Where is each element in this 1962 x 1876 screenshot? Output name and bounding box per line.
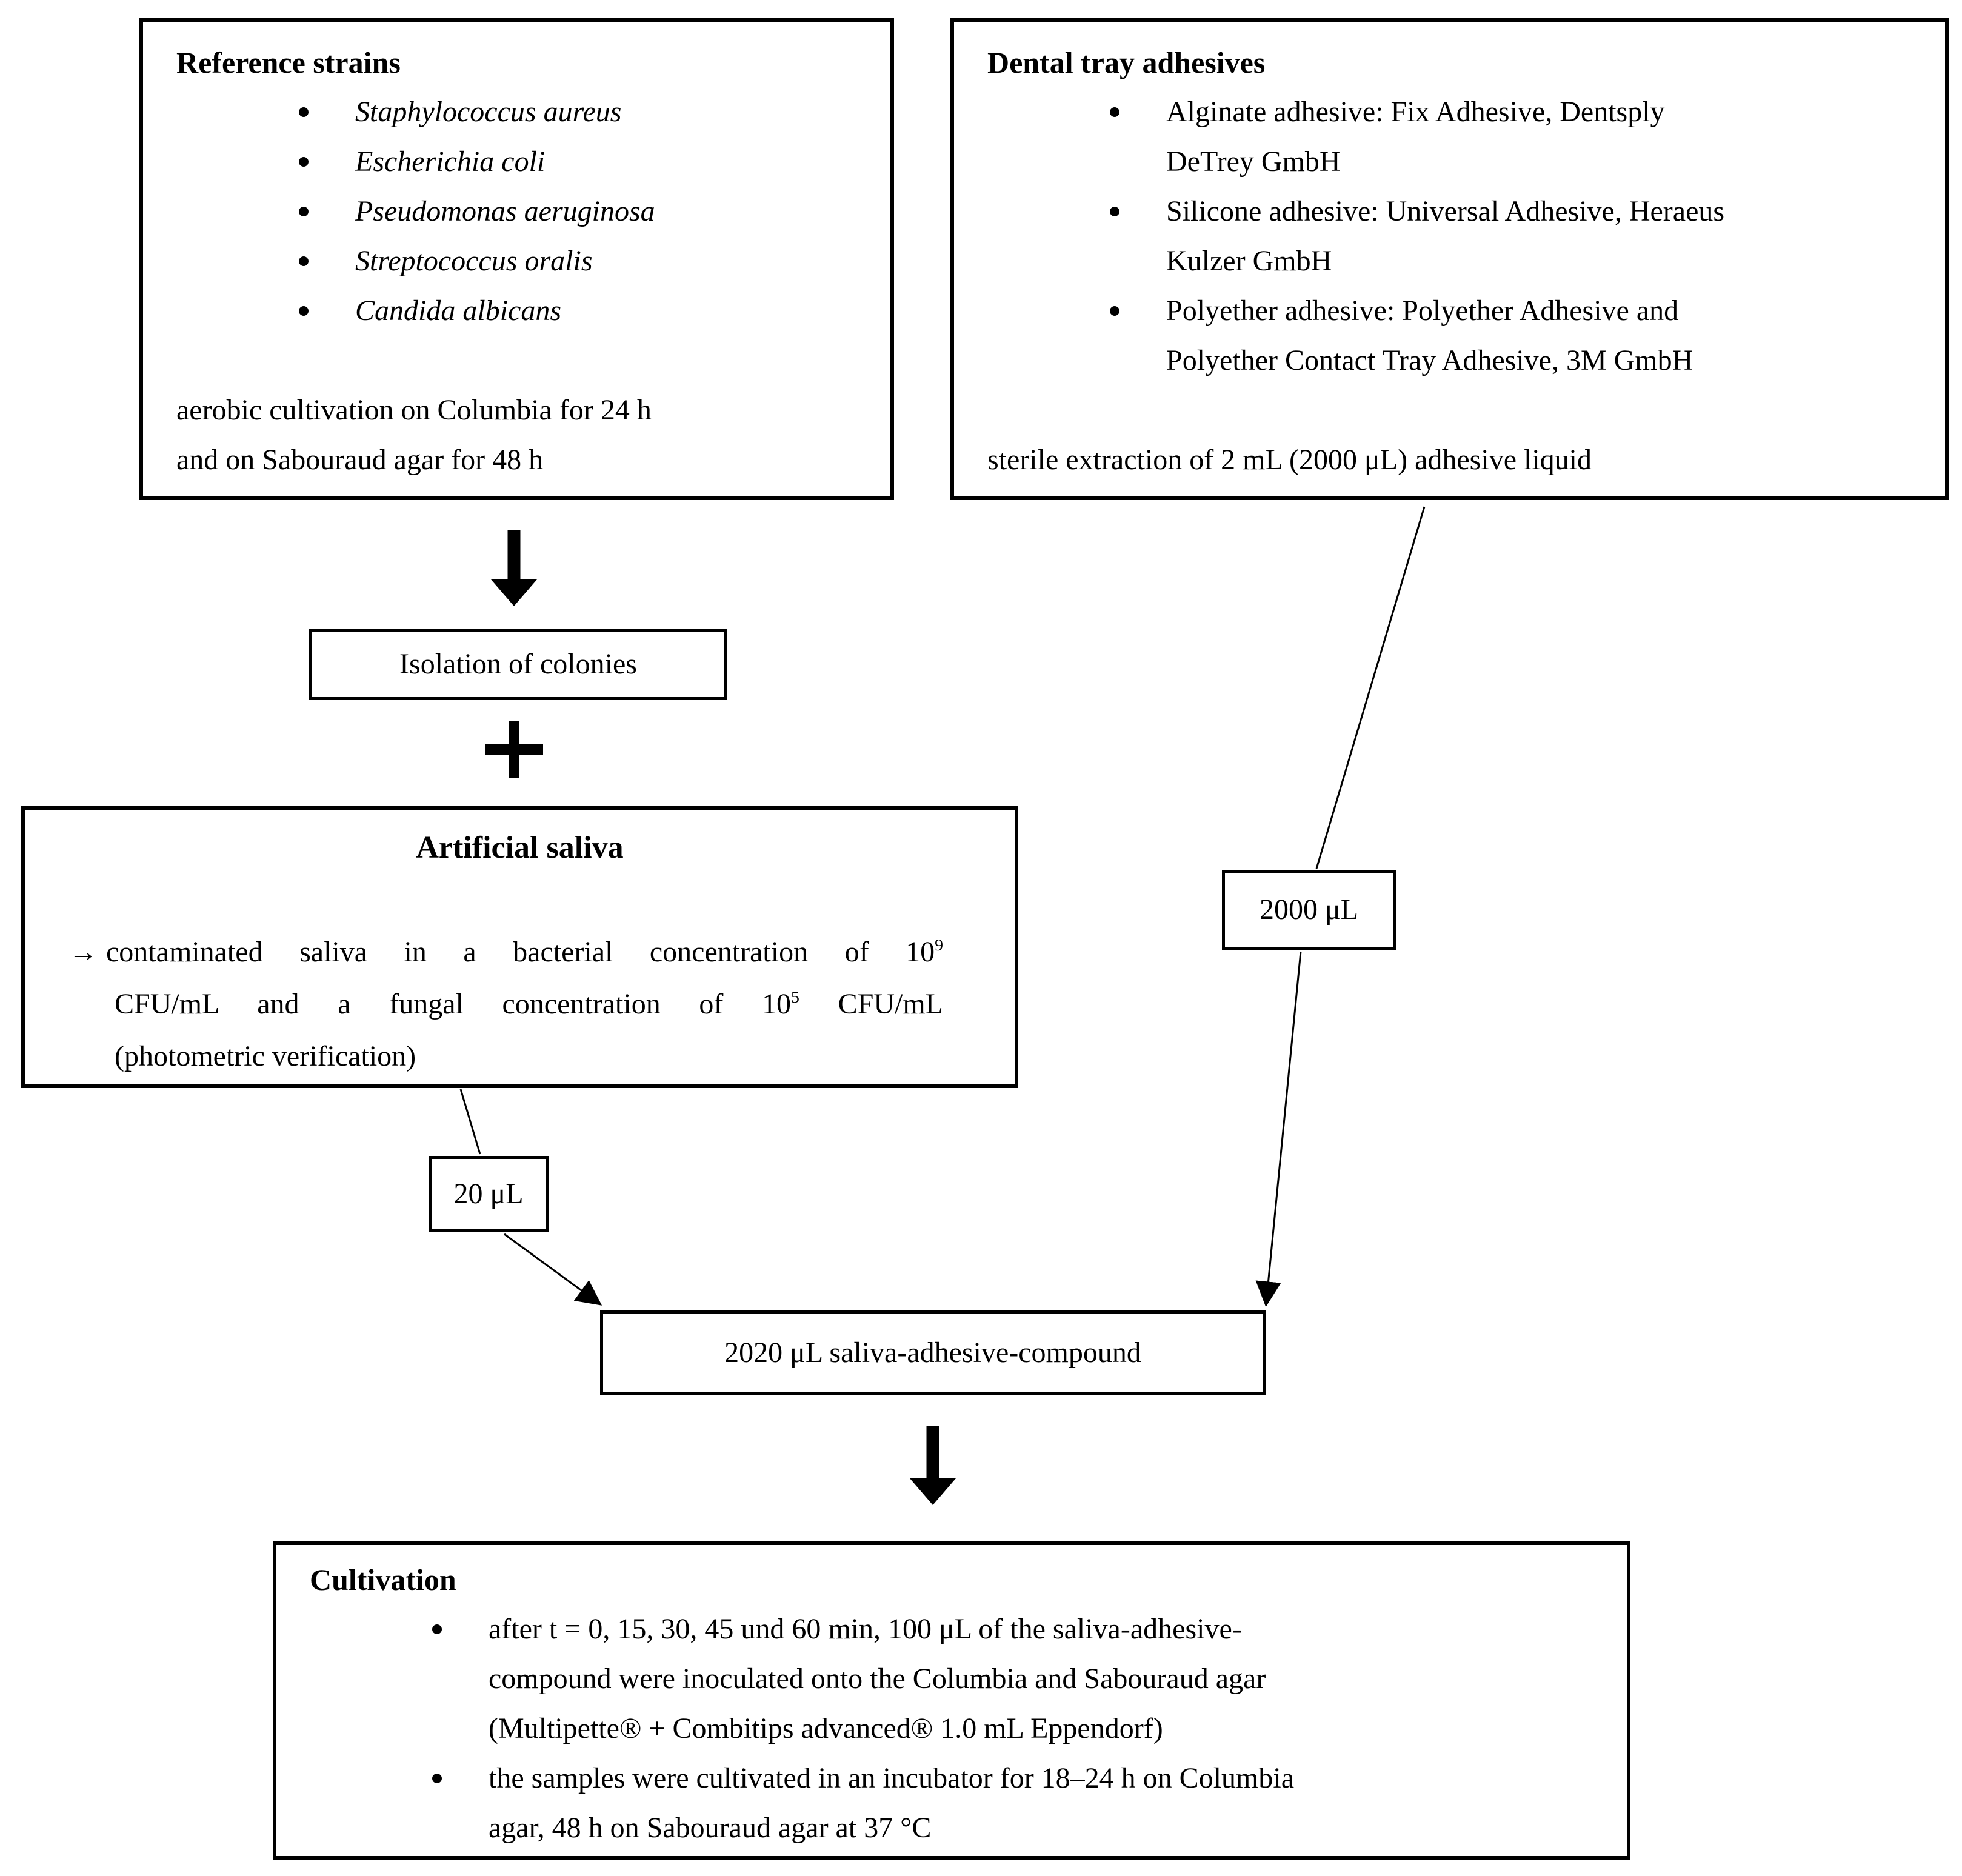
list-item-continuation: agar, 48 h on Sabouraud agar at 37 °C — [310, 1803, 1603, 1853]
superscript: 9 — [935, 936, 943, 955]
cultivation-line: compound were inoculated onto the Columb… — [489, 1663, 1266, 1695]
adhesive-line: Alginate adhesive: Fix Adhesive, Dentspl… — [1166, 96, 1665, 128]
bullet-icon — [432, 1774, 442, 1783]
bullet-icon — [299, 207, 309, 216]
spacer — [25, 874, 1015, 926]
arrow-shaft — [507, 530, 521, 582]
list-item: the samples were cultivated in an incuba… — [310, 1754, 1603, 1803]
list-item: Streptococcus oralis — [176, 236, 857, 286]
spacer — [987, 386, 1915, 435]
strain-name: Pseudomonas aeruginosa — [355, 195, 655, 227]
plus-icon — [485, 721, 543, 778]
saliva-text: CFU/mL and a fungal concentration of 10 — [115, 988, 792, 1020]
list-item-continuation: (Multipette® + Combitips advanced® 1.0 m… — [310, 1704, 1603, 1754]
line-saliva-to-20 — [459, 1089, 481, 1155]
list-item: Pseudomonas aeruginosa — [176, 187, 857, 236]
list-item: Alginate adhesive: Fix Adhesive, Dentspl… — [987, 87, 1915, 137]
bullet-icon — [299, 256, 309, 266]
extraction-note: sterile extraction of 2 mL (2000 μL) adh… — [987, 444, 1592, 476]
reference-strains-box: Reference strains Staphylococcus aureus … — [139, 18, 894, 500]
saliva-line-1: →contaminated saliva in a bacterial conc… — [25, 926, 943, 978]
adhesive-line: Kulzer GmbH — [1166, 245, 1332, 277]
compound-label: 2020 μL saliva-adhesive-compound — [724, 1336, 1141, 1369]
saliva-text: CFU/mL — [799, 988, 944, 1020]
arrow-shaft — [926, 1426, 939, 1481]
arrow-head — [910, 1478, 956, 1505]
bullet-icon — [432, 1624, 442, 1634]
cultivation-line: after t = 0, 15, 30, 45 und 60 min, 100 … — [489, 1613, 1242, 1645]
bullet-icon — [299, 157, 309, 167]
saliva-line-3: (photometric verification) — [115, 1040, 416, 1072]
list-item-continuation: DeTrey GmbH — [987, 137, 1915, 187]
compound-box: 2020 μL saliva-adhesive-compound — [600, 1310, 1266, 1395]
list-item: Staphylococcus aureus — [176, 87, 857, 137]
cultivation-line: agar, 48 h on Sabouraud agar at 37 °C — [489, 1812, 932, 1844]
list-item-continuation: compound were inoculated onto the Columb… — [310, 1654, 1603, 1704]
saliva-line-2: CFU/mL and a fungal concentration of 105… — [25, 978, 943, 1030]
adhesive-line: Silicone adhesive: Universal Adhesive, H… — [1166, 195, 1725, 227]
block-arrow-down-icon — [491, 530, 537, 606]
volume-20-box: 20 μL — [429, 1156, 549, 1232]
spacer — [176, 336, 857, 386]
volume-2000-label: 2000 μL — [1259, 893, 1359, 926]
cultivation-line: the samples were cultivated in an incuba… — [489, 1762, 1294, 1794]
saliva-description: →contaminated saliva in a bacterial conc… — [25, 926, 943, 1083]
artificial-saliva-title: Artificial saliva — [416, 830, 624, 865]
list-item: Silicone adhesive: Universal Adhesive, H… — [987, 187, 1915, 236]
cultivation-note-line: and on Sabouraud agar for 48 h — [176, 444, 544, 476]
right-arrow-glyph: → — [68, 936, 98, 968]
cultivation-box: Cultivation after t = 0, 15, 30, 45 und … — [273, 1541, 1630, 1860]
adhesive-line: Polyether adhesive: Polyether Adhesive a… — [1166, 295, 1679, 327]
dental-adhesives-title: Dental tray adhesives — [987, 45, 1266, 79]
isolation-box: Isolation of colonies — [309, 629, 727, 700]
volume-20-label: 20 μL — [453, 1177, 524, 1210]
strain-name: Escherichia coli — [355, 145, 546, 178]
superscript: 5 — [791, 988, 799, 1007]
strain-name: Candida albicans — [355, 295, 562, 327]
line-20-to-compound — [504, 1233, 602, 1306]
dental-adhesives-box: Dental tray adhesives Alginate adhesive:… — [950, 18, 1949, 500]
bullet-icon — [1110, 306, 1119, 316]
isolation-label: Isolation of colonies — [399, 648, 637, 681]
list-item-continuation: Polyether Contact Tray Adhesive, 3M GmbH — [987, 336, 1915, 386]
saliva-text: contaminated saliva in a bacterial conce… — [106, 936, 935, 968]
artificial-saliva-box: Artificial saliva →contaminated saliva i… — [21, 806, 1018, 1088]
strain-name: Streptococcus oralis — [355, 245, 593, 277]
block-arrow-down-icon — [910, 1426, 956, 1507]
line-dental-to-2000 — [1315, 506, 1426, 869]
bullet-icon — [1110, 107, 1119, 117]
list-item: Polyether adhesive: Polyether Adhesive a… — [987, 286, 1915, 336]
cultivation-note-line: aerobic cultivation on Columbia for 24 h — [176, 394, 652, 426]
list-item: Escherichia coli — [176, 137, 857, 187]
list-item: after t = 0, 15, 30, 45 und 60 min, 100 … — [310, 1604, 1603, 1654]
bullet-icon — [1110, 207, 1119, 216]
strain-name: Staphylococcus aureus — [355, 96, 622, 128]
list-item-continuation: Kulzer GmbH — [987, 236, 1915, 286]
reference-strains-title: Reference strains — [176, 45, 401, 79]
volume-2000-box: 2000 μL — [1222, 870, 1396, 950]
cultivation-title: Cultivation — [310, 1563, 456, 1597]
cultivation-line: (Multipette® + Combitips advanced® 1.0 m… — [489, 1712, 1163, 1744]
bullet-icon — [299, 306, 309, 316]
bullet-icon — [299, 107, 309, 117]
line-2000-to-compound — [1255, 951, 1302, 1307]
plus-horizontal-bar — [485, 744, 543, 755]
list-item: Candida albicans — [176, 286, 857, 336]
adhesive-line: DeTrey GmbH — [1166, 145, 1341, 178]
adhesive-line: Polyether Contact Tray Adhesive, 3M GmbH — [1166, 344, 1693, 376]
arrow-head — [491, 579, 537, 606]
